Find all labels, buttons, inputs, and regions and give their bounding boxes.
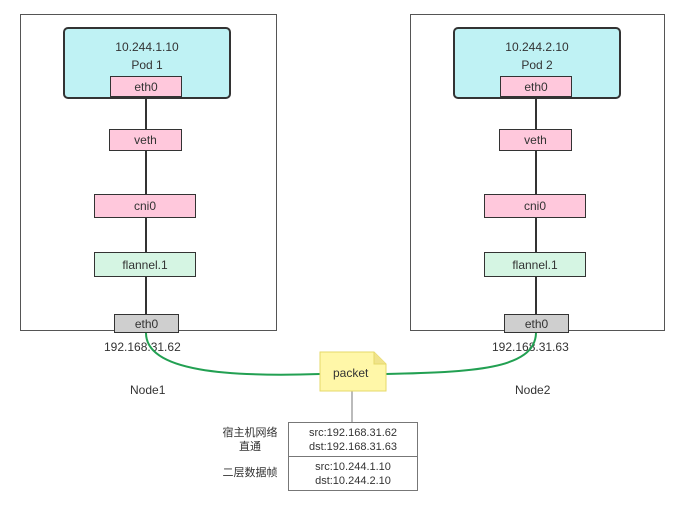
node1-link-flannel-eth — [145, 277, 147, 314]
outer-src: src:192.168.31.62 — [308, 426, 398, 439]
node2-link-eth-veth — [535, 97, 537, 129]
node2-link-cni-flannel — [535, 218, 537, 252]
host-network-link-right — [385, 332, 537, 375]
node1-link-veth-cni — [145, 151, 147, 194]
inner-header-cell: src:10.244.1.10 dst:10.244.2.10 — [289, 457, 417, 490]
pod2-ip: 10.244.2.10 — [505, 40, 569, 54]
node2-veth: veth — [499, 129, 572, 151]
node1-link-cni-flannel — [145, 218, 147, 252]
outer-dst: dst:192.168.31.63 — [308, 440, 398, 453]
node1-flannel: flannel.1 — [94, 252, 196, 277]
pod1-name: Pod 1 — [131, 58, 163, 72]
node1-link-eth-veth — [145, 97, 147, 129]
host-network-link — [145, 332, 321, 376]
packet-label: packet — [333, 366, 369, 380]
node1-name: Node1 — [130, 383, 166, 397]
pod2-name: Pod 2 — [521, 58, 553, 72]
packet-header-table: src:192.168.31.62 dst:192.168.31.63 src:… — [288, 422, 418, 491]
node1-host-eth0: eth0 — [114, 314, 179, 333]
node1-cni0: cni0 — [94, 194, 196, 218]
node1-veth: veth — [109, 129, 182, 151]
node1-host-ip: 192.168.31.62 — [104, 340, 181, 354]
inner-src: src:10.244.1.10 — [315, 460, 391, 473]
inner-dst: dst:10.244.2.10 — [315, 474, 391, 487]
node2-name: Node2 — [515, 383, 551, 397]
inner-header-label: 二层数据帧 — [222, 467, 278, 479]
pod1-eth0: eth0 — [110, 76, 182, 97]
outer-header-label: 宿主机网络 直通 — [218, 426, 282, 454]
node2-flannel: flannel.1 — [484, 252, 586, 277]
node2-host-eth0: eth0 — [504, 314, 569, 333]
packet-note-fold — [373, 352, 386, 365]
node2-link-flannel-eth — [535, 277, 537, 314]
packet-note-shape — [319, 351, 387, 392]
node2-link-veth-cni — [535, 151, 537, 194]
pod2-eth0: eth0 — [500, 76, 572, 97]
pod2-box: 10.244.2.10 Pod 2 — [453, 27, 621, 99]
outer-header-cell: src:192.168.31.62 dst:192.168.31.63 — [289, 423, 417, 457]
node2-cni0: cni0 — [484, 194, 586, 218]
outer-header-label-line1: 宿主机网络 — [222, 427, 278, 439]
outer-header-label-line2: 直通 — [239, 441, 261, 453]
pod1-ip: 10.244.1.10 — [115, 40, 179, 54]
